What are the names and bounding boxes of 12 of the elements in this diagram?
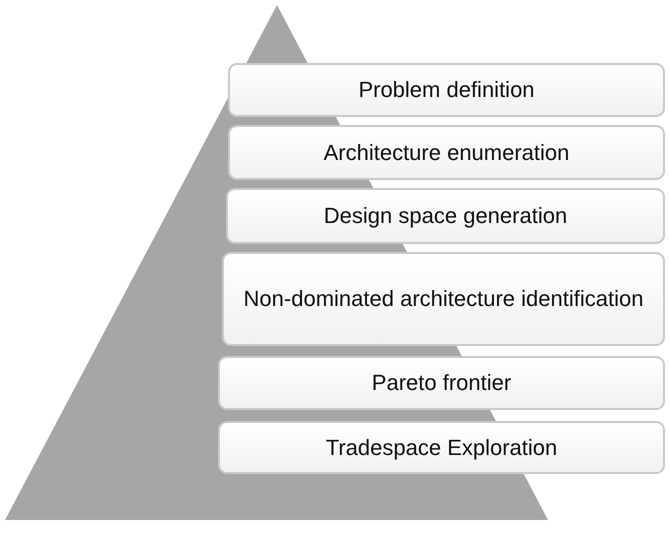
step-label: Problem definition [358, 76, 535, 104]
step-box [228, 125, 665, 180]
step-box [218, 356, 665, 410]
step-label: Architecture enumeration [324, 138, 570, 166]
step-box [226, 188, 665, 244]
step-box [222, 252, 665, 346]
step-label: Design space generation [324, 202, 568, 230]
step-label: Tradespace Exploration [326, 434, 558, 462]
step-box [228, 63, 665, 117]
step-label: Pareto frontier [372, 369, 512, 397]
step-label: Non-dominated architecture identification [244, 285, 644, 313]
step-box [218, 421, 665, 474]
